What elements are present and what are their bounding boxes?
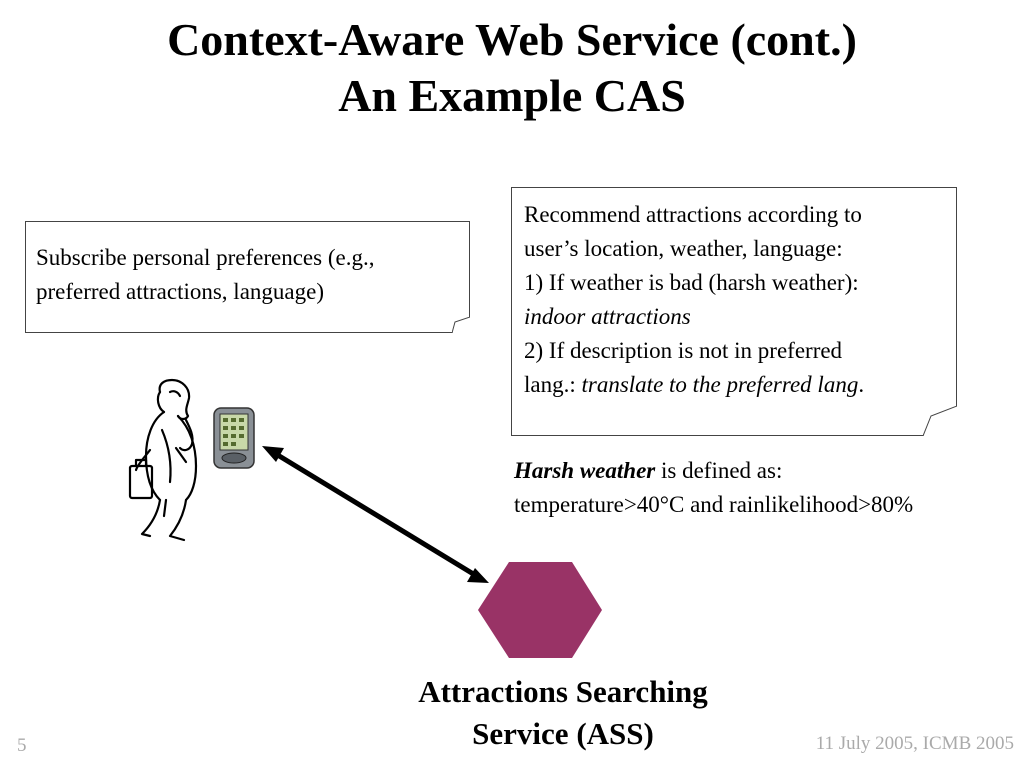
- recommend-note-line-2: user’s location, weather, language:: [524, 236, 843, 261]
- slide-title: Context-Aware Web Service (cont.) An Exa…: [0, 12, 1024, 124]
- title-line-2: An Example CAS: [338, 70, 686, 121]
- recommend-note-line-4: indoor attractions: [524, 304, 691, 329]
- recommend-note-line-5: 2) If description is not in preferred: [524, 338, 843, 363]
- recommend-note: Recommend attractions according to user’…: [511, 187, 957, 436]
- hexagon-icon: [478, 562, 602, 658]
- footer-date-event: 11 July 2005, ICMB 2005: [815, 733, 1014, 754]
- service-label-line-1: Attractions Searching: [418, 674, 708, 709]
- title-line-1: Context-Aware Web Service (cont.): [167, 14, 857, 65]
- note-fold-icon: [923, 406, 957, 436]
- slide-number: 5: [17, 735, 27, 756]
- harsh-weather-formula: temperature>40°C and rainlikelihood>80%: [514, 492, 914, 517]
- subscribe-note: Subscribe personal preferences (e.g., pr…: [25, 221, 470, 333]
- recommend-note-line-6-italic: translate to the preferred lang: [581, 372, 859, 397]
- note-fold-icon: [452, 317, 470, 333]
- recommend-note-line-6: lang.: translate to the preferred lang.: [524, 368, 946, 402]
- harsh-weather-definition: Harsh weather is defined as: temperature…: [514, 454, 1019, 522]
- recommend-note-line-1: Recommend attractions according to: [524, 202, 862, 227]
- harsh-weather-line-1: Harsh weather is defined as:: [514, 454, 1019, 488]
- recommend-note-line-6-prefix: lang.:: [524, 372, 582, 397]
- pda-icon: [213, 407, 255, 469]
- subscribe-note-line-1: Subscribe personal preferences (e.g.,: [36, 245, 375, 270]
- harsh-weather-term: Harsh weather: [514, 458, 656, 483]
- walking-man-icon: [128, 378, 198, 542]
- recommend-note-line-6-suffix: .: [858, 372, 865, 397]
- recommend-note-line-3: 1) If weather is bad (harsh weather):: [524, 270, 859, 295]
- service-label: Attractions Searching Service (ASS): [363, 671, 763, 755]
- double-arrow-icon: [262, 446, 489, 583]
- harsh-weather-rest: is defined as:: [655, 458, 783, 483]
- subscribe-note-line-2: preferred attractions, language): [36, 279, 324, 304]
- service-label-line-2: Service (ASS): [472, 716, 654, 751]
